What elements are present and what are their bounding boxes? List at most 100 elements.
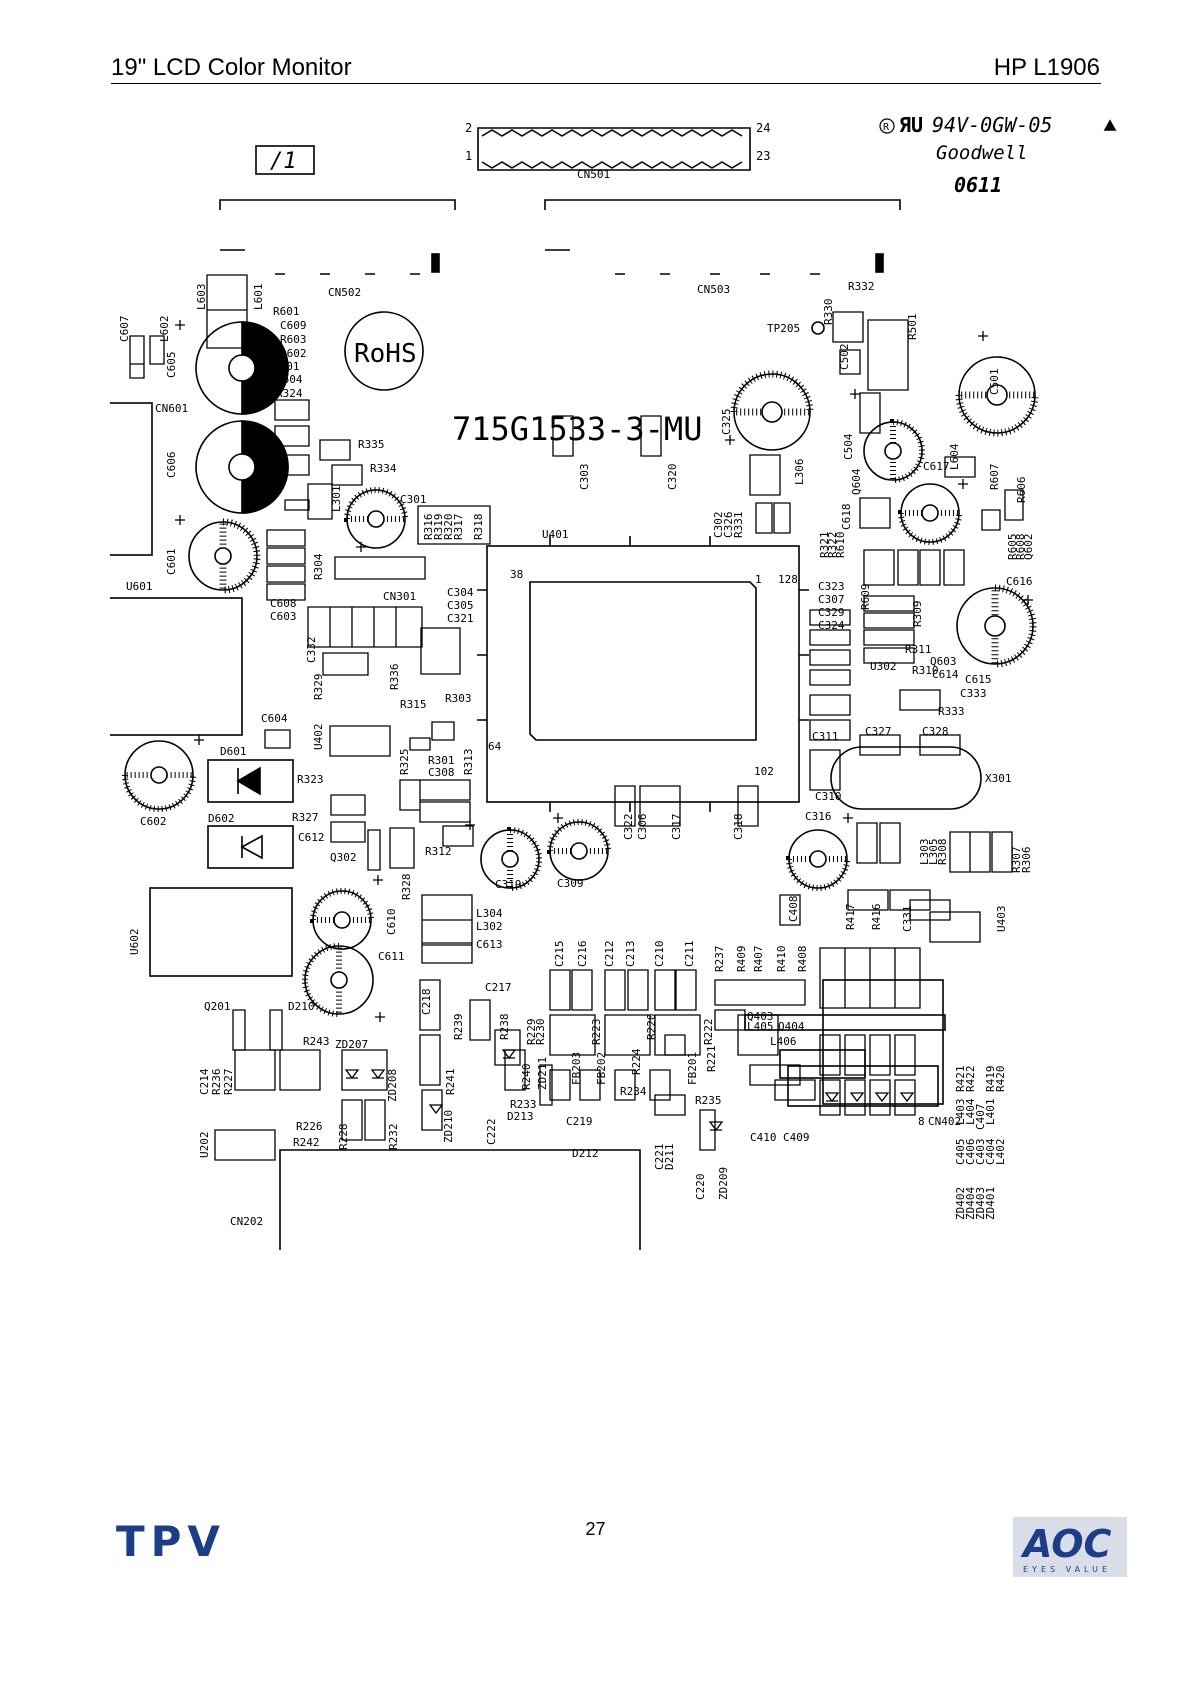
ref-label-c611: C611: [378, 950, 405, 963]
ref-label-c602: C602: [140, 815, 167, 828]
date-code: 0611: [954, 173, 1002, 197]
ref-label-r240: R240: [520, 1064, 533, 1091]
ref-label-r227: R227: [222, 1069, 235, 1096]
ref-label-r316: R316: [422, 514, 435, 541]
ref-label-c210: C210: [653, 941, 666, 968]
ref-label-u601: U601: [126, 580, 153, 593]
ref-label-c408: C408: [787, 896, 800, 923]
ref-label-c306: C306: [636, 814, 649, 841]
ref-label-c333: C333: [960, 687, 987, 700]
ref-label-cn601: CN601: [155, 402, 188, 415]
ref-label-l603: L603: [195, 284, 208, 311]
ref-label-r234: R234: [620, 1085, 647, 1098]
ref-label-r602: R602: [280, 347, 307, 360]
ref-label-c310: C310: [815, 790, 842, 803]
ref-label-q603: Q603: [930, 655, 957, 668]
page-number: 27: [585, 1519, 606, 1539]
cn402-pin-8: 8: [918, 1115, 925, 1128]
ref-label-r315: R315: [400, 698, 427, 711]
cn402-outline: [822, 979, 944, 1105]
ref-label-c615: C615: [965, 673, 992, 686]
ref-label-r317: R317: [452, 514, 465, 541]
cn502-key: [431, 253, 440, 273]
ref-label-q602: Q602: [1022, 534, 1035, 561]
ref-label-l305: L305: [927, 839, 940, 866]
ref-label-zd211: ZD211: [536, 1057, 549, 1090]
ref-label-r318: R318: [472, 514, 485, 541]
u401-ic: 1 128 38 64 102: [477, 536, 809, 812]
revision-mark: /1: [270, 149, 297, 174]
ref-label-r228: R228: [337, 1124, 350, 1151]
header-rule: [111, 83, 1101, 84]
cn502-outline: [219, 199, 456, 210]
ref-label-r323: R323: [297, 773, 324, 786]
ref-label-r601: R601: [273, 305, 300, 318]
ref-label-r333: R333: [938, 705, 965, 718]
ref-label-r242: R242: [293, 1136, 320, 1149]
ref-label-c328: C328: [922, 725, 949, 738]
ref-label-c327: C327: [865, 725, 892, 738]
document-title: 19" LCD Color Monitor: [111, 54, 352, 81]
ref-label-r233: R233: [510, 1098, 537, 1111]
ref-label-q404: Q404: [778, 1020, 805, 1033]
tpv-logo: TPV: [116, 1519, 226, 1561]
ref-label-r310: R310: [912, 664, 939, 677]
u602-module: [149, 887, 293, 977]
rohs-circle: [344, 311, 424, 391]
ref-label-r223: R223: [590, 1019, 603, 1046]
ref-label-r336: R336: [388, 664, 401, 691]
u401-pin-102: 102: [754, 765, 774, 778]
ref-label-c332: C332: [305, 637, 318, 664]
ref-label-c317: C317: [670, 814, 683, 841]
ref-label-r604: R604: [276, 373, 303, 386]
ref-label-r332: R332: [848, 280, 875, 293]
ref-label-c220: C220: [694, 1174, 707, 1201]
ref-label-zd401: ZD401: [984, 1187, 997, 1220]
ref-label-l604: L604: [948, 443, 961, 470]
model-name: HP L1906: [993, 54, 1100, 81]
pcb-layout-diagram: 2 1 24 23 R ЯU 94V-0GW-05 Goodwell 0611 …: [110, 113, 1117, 1250]
ref-label-c222: C222: [485, 1119, 498, 1146]
ref-label-l304: L304: [476, 907, 503, 920]
ref-label-c618: C618: [840, 504, 853, 531]
ref-label-l403: L403: [954, 1099, 967, 1126]
ref-label-r239: R239: [452, 1014, 465, 1041]
ref-label-l404: L404: [964, 1098, 977, 1125]
ref-label-c610: C610: [385, 909, 398, 936]
ref-label-zd207: ZD207: [335, 1038, 368, 1051]
ref-label-r309: R309: [911, 601, 924, 628]
ref-label-r421: R421: [954, 1066, 967, 1093]
ref-label-c311: C311: [812, 730, 839, 743]
ref-label-r501: R501: [906, 314, 919, 341]
ref-label-d213: D213: [507, 1110, 534, 1123]
ref-label-l402: L402: [994, 1139, 1007, 1166]
cn501-pin-2: 2: [465, 121, 472, 135]
ref-label-c318: C318: [732, 814, 745, 841]
ref-label-c218: C218: [420, 989, 433, 1016]
ref-label-c324: C324: [818, 619, 845, 632]
ref-label-r330: R330: [822, 299, 835, 326]
ref-label-c217: C217: [485, 981, 512, 994]
ref-label-l401: L401: [984, 1099, 997, 1126]
ref-label-c601: C601: [165, 549, 178, 576]
polarity-marks: [175, 320, 1033, 1022]
cn601-connector: [110, 402, 153, 556]
ref-label-r312: R312: [425, 845, 452, 858]
ref-label-c322: C322: [622, 814, 635, 841]
ref-label-l406: L406: [770, 1035, 797, 1048]
ref-label-d602: D602: [208, 812, 235, 825]
tpv-logo-text: TPV: [116, 1519, 226, 1561]
ref-label-q201: Q201: [204, 1000, 231, 1013]
ul-rating: 94V-0GW-05: [932, 113, 1052, 137]
ref-label-r407: R407: [752, 946, 765, 973]
ref-label-d211: D211: [663, 1144, 676, 1171]
ref-label-cn202: CN202: [230, 1215, 263, 1228]
ref-label-c617: C617: [923, 460, 950, 473]
ref-label-c607: C607: [118, 316, 131, 343]
revision-box: [255, 145, 315, 175]
ref-label-u202: U202: [198, 1132, 211, 1159]
ref-label-c603: C603: [270, 610, 297, 623]
ref-label-q302: Q302: [330, 851, 357, 864]
ref-label-d212: D212: [572, 1147, 599, 1160]
ref-label-r329: R329: [312, 674, 325, 701]
